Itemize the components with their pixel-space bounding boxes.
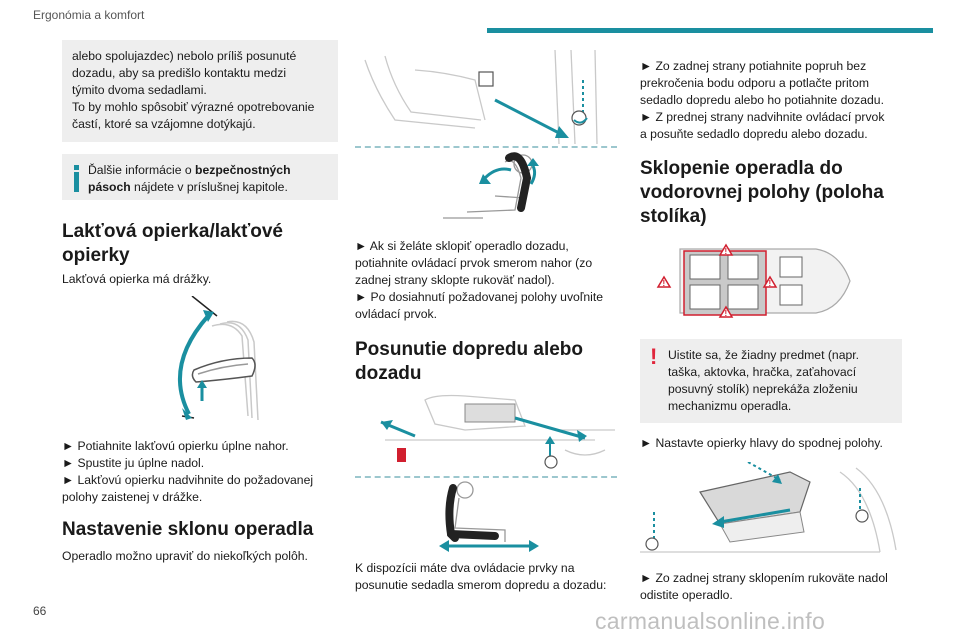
figure-divider — [355, 476, 617, 478]
fold-backrest-illustration — [640, 461, 902, 558]
step-line: zadnej strany sklopte rukoväť nadol). — [355, 273, 555, 287]
warning-line: mechanizmu operadla. — [668, 399, 792, 413]
header-title: Ergonómia a komfort — [33, 8, 145, 22]
note-line: týmito dvoma sedadlami. — [72, 83, 207, 97]
warning-line: Uistite sa, že žiadny predmet (napr. — [668, 348, 860, 362]
warning-line: posuvný stolík) neprekáža zloženiu — [668, 382, 858, 396]
heading-line: opierky — [62, 245, 130, 266]
watermark: carmanualsonline.info — [595, 608, 826, 634]
heading-backrest: Nastavenie sklonu operadla — [62, 519, 314, 540]
info-icon — [72, 162, 80, 192]
step-line: a posuňte sedadlo dopredu alebo dozadu. — [640, 127, 868, 141]
info-bold: bezpečnostných — [195, 163, 291, 177]
step-line: sedadlo dopredu alebo ho potiahnite doza… — [640, 93, 884, 107]
recline-lever-illustration — [355, 49, 617, 145]
heading-line: Lakťová opierka/lakťové — [62, 221, 283, 242]
warning-exclamation-icon: ! — [650, 344, 658, 369]
note-line: To by mohlo spôsobiť výrazné opotrebovan… — [72, 100, 315, 114]
page-number: 66 — [33, 604, 47, 618]
step-line: odistite operadlo. — [640, 588, 733, 602]
heading-armrest: Lakťová opierka/lakťové opierky — [62, 220, 338, 268]
heading-line: Sklopenie operadla do — [640, 158, 843, 179]
warning-box: ! Uistite sa, že žiadny predmet (napr. t… — [640, 339, 902, 423]
column-3: ► Zo zadnej strany potiahnite popruh bez… — [640, 58, 902, 604]
step-line: ► Po dosiahnutí požadovanej polohy uvoľn… — [355, 290, 604, 304]
step-line: ► Ak si želáte sklopiť operadlo dozadu, — [355, 239, 569, 253]
heading-line: stolíka) — [640, 206, 707, 227]
heading-line: Posunutie dopredu alebo — [355, 339, 584, 360]
step-line: prekročenia bodu odporu a potlačte prito… — [640, 76, 869, 90]
seat-layout-diagram: ! ! ! ! — [640, 239, 902, 323]
seatbelt-info-box: Ďalšie informácie o bezpečnostných pásoc… — [62, 154, 338, 200]
step-line: ► Zo zadnej strany potiahnite popruh bez — [640, 59, 867, 73]
heading-slide: Posunutie dopredu alebo dozadu — [355, 338, 617, 386]
slide-steps: ► Zo zadnej strany potiahnite popruh bez… — [640, 58, 902, 143]
armrest-steps: ► Potiahnite lakťovú opierku úplne nahor… — [62, 438, 338, 506]
info-text-pre: Ďalšie informácie o — [88, 163, 196, 177]
svg-text:!: ! — [663, 279, 666, 288]
slide-intro: K dispozícii máte dva ovládacie prvky na… — [355, 560, 617, 594]
slide-seat-pictogram — [355, 478, 617, 552]
armrest-illustration — [62, 295, 338, 430]
slide-seat-illustration — [355, 390, 617, 476]
warning-line: taška, aktovka, hračka, zaťahovací — [668, 365, 857, 379]
step-line: ► Potiahnite lakťovú opierku úplne nahor… — [62, 439, 289, 453]
step-line: potiahnite ovládací prvok smerom nahor (… — [355, 256, 593, 270]
svg-text:!: ! — [725, 309, 728, 318]
armrest-intro: Lakťová opierka má drážky. — [62, 272, 212, 286]
column-1: alebo spolujazdec) nebolo príliš posunut… — [62, 40, 338, 565]
figure-divider — [355, 146, 617, 148]
info-bold: pásoch — [88, 180, 131, 194]
info-text-post: nájdete v príslušnej kapitole. — [130, 180, 288, 194]
column-2: ► Ak si želáte sklopiť operadlo dozadu, … — [355, 49, 617, 594]
step-line: ovládací prvok. — [355, 307, 437, 321]
step-line: ► Z prednej strany nadvihnite ovládací p… — [640, 110, 885, 124]
recline-seat-pictogram — [355, 148, 617, 232]
header-accent-bar — [487, 28, 933, 33]
heading-line: vodorovnej polohy (poloha — [640, 182, 884, 203]
fold-steps: ► Zo zadnej strany sklopením rukoväte na… — [640, 570, 902, 604]
heading-table-position: Sklopenie operadla do vodorovnej polohy … — [640, 157, 902, 229]
step-line: ► Spustite ju úplne nadol. — [62, 456, 205, 470]
backrest-intro: Operadlo možno upraviť do niekoľkých pol… — [62, 549, 308, 563]
svg-text:!: ! — [769, 279, 772, 288]
recline-steps: ► Ak si želáte sklopiť operadlo dozadu, … — [355, 238, 617, 323]
step-line: polohy zaistenej v drážke. — [62, 490, 203, 504]
headrest-step: ► Nastavte opierky hlavy do spodnej polo… — [640, 436, 883, 450]
seat-contact-note-box: alebo spolujazdec) nebolo príliš posunut… — [62, 40, 338, 142]
note-line: častí, ktoré sa vzájomne dotýkajú. — [72, 117, 256, 131]
step-line: posunutie sedadla smerom dopredu a dozad… — [355, 578, 607, 592]
note-line: alebo spolujazdec) nebolo príliš posunut… — [72, 49, 297, 63]
step-line: ► Lakťovú opierku nadvihnite do požadova… — [62, 473, 314, 487]
note-line: dozadu, aby sa predišlo kontaktu medzi — [72, 66, 287, 80]
step-line: K dispozícii máte dva ovládacie prvky na — [355, 561, 575, 575]
svg-text:!: ! — [725, 247, 728, 256]
step-line: ► Zo zadnej strany sklopením rukoväte na… — [640, 571, 888, 585]
heading-line: dozadu — [355, 363, 422, 384]
